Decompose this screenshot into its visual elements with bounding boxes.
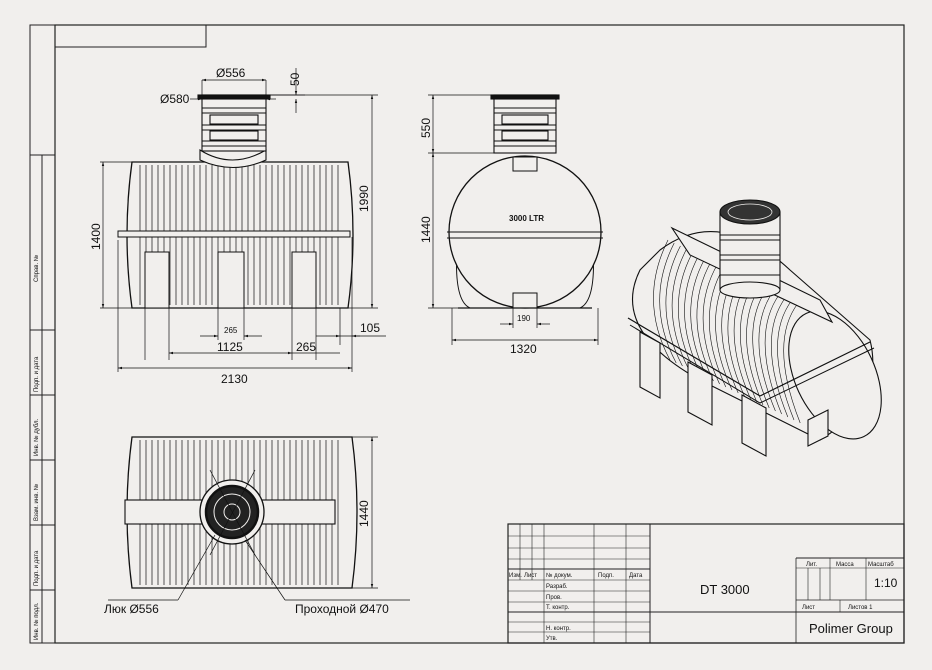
front-view-dimensions [428, 94, 599, 345]
top-view-dimensions [108, 436, 410, 601]
hatch-label: Люк Ø556 [104, 602, 159, 616]
side-view-legs [144, 251, 317, 309]
tb-sheet-label: Лист [802, 605, 815, 611]
side-view-dimensions [100, 68, 386, 372]
tb-header-sign: Подп. [598, 573, 614, 579]
front-view-dim-labels: 550 1440 190 1320 [419, 118, 537, 356]
dim-neck-diameter: Ø580 [160, 92, 190, 106]
rib-line [771, 296, 789, 418]
dim-leg-width: 265 [224, 326, 238, 335]
tb-header-change: Изм. [509, 573, 522, 579]
dim-front-body-height: 1440 [419, 216, 433, 243]
side-view [117, 94, 354, 309]
tb-mass-label: Масса [836, 562, 854, 568]
rib-line [764, 293, 782, 415]
tb-header-date: Дата [629, 573, 643, 579]
tb-company: Polimer Group [809, 621, 893, 636]
tb-row-approved: Утв. [546, 636, 558, 642]
rib-line [690, 257, 708, 379]
top-view [124, 436, 358, 589]
isometric-legs [639, 331, 829, 457]
dim-neck-height: 550 [419, 118, 433, 138]
tb-row-checked: Пров. [546, 595, 562, 601]
side-view-neck [197, 94, 271, 168]
rib-line [752, 287, 770, 409]
dim-foot-width: 190 [517, 314, 531, 323]
dim-hatch-diameter: Ø556 [216, 66, 246, 80]
rib-line [653, 239, 671, 361]
tb-header-doc: № докум. [546, 572, 573, 579]
rib-line [684, 254, 702, 376]
tb-header-sheet: Лист [524, 573, 537, 579]
tb-scale-value: 1:10 [874, 576, 898, 590]
rib-line [777, 299, 795, 421]
dim-top-width: 1440 [357, 500, 371, 527]
tb-row-developed: Разраб. [546, 584, 568, 590]
isometric-view [627, 199, 882, 457]
side-view-dim-labels: Ø556 Ø580 50 1400 1990 265 1125 265 105 … [89, 66, 380, 386]
side-stamp: Справ. № Подп. и дата Инв. № дубл. Взам.… [33, 255, 40, 640]
tb-sheets-label: Листов 1 [848, 605, 873, 611]
stamp-replace-inv: Взам. инв. № [33, 484, 40, 521]
tb-product-name: DT 3000 [700, 582, 750, 597]
stamp-dup-inv: Инв. № дубл. [33, 419, 40, 456]
dim-total-length: 2130 [221, 372, 248, 386]
dim-body-height: 1400 [89, 223, 103, 250]
front-view-neck [490, 94, 560, 154]
stamp-orig-inv: Инв. № подл. [33, 602, 40, 640]
tank-capacity-label: 3000 LTR [509, 214, 544, 223]
rib-line [783, 302, 801, 424]
front-view [447, 94, 603, 309]
tb-row-tech-control: Т. контр. [546, 605, 570, 611]
rib-line [696, 260, 714, 382]
dim-total-width: 1320 [510, 342, 537, 356]
passage-label: Проходной Ø470 [295, 602, 389, 616]
dim-total-height: 1990 [357, 185, 371, 212]
rib-line [678, 251, 696, 373]
isometric-neck [719, 199, 781, 299]
rib-line [671, 248, 689, 370]
stamp-sign-date-2: Подп. и дата [34, 550, 40, 586]
stamp-sign-date-1: Подп. и дата [34, 356, 40, 392]
stamp-ref-no: Справ. № [33, 255, 40, 282]
dim-overhang: 105 [360, 321, 380, 335]
title-block [507, 523, 905, 644]
dim-hatch-height: 50 [288, 72, 302, 86]
top-view-labels: 1440 Люк Ø556 Проходной Ø470 [104, 500, 389, 616]
tb-row-norm-control: Н. контр. [546, 626, 571, 632]
rib-line [758, 290, 776, 412]
dim-leg-width-outer: 265 [296, 340, 316, 354]
drawing-frame [29, 24, 905, 644]
dim-leg-spacing: 1125 [217, 340, 243, 354]
tb-scale-label: Масштаб [868, 562, 894, 568]
title-block-text: Изм. Лист № докум. Подп. Дата Разраб. Пр… [509, 562, 898, 642]
tb-lit-label: Лит. [806, 562, 817, 568]
